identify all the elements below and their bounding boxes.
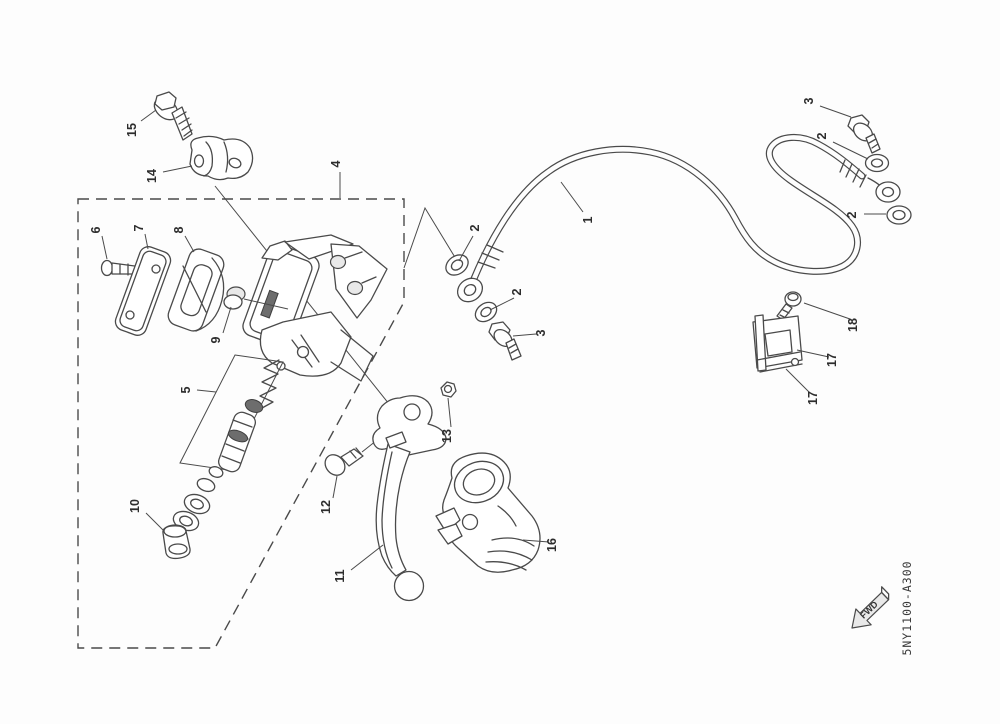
diagram-code: 5NY1100-A300 <box>900 560 914 655</box>
callout-17b: 17 <box>806 391 820 405</box>
kit-piston <box>218 411 256 473</box>
hose-crimp-left <box>477 244 504 269</box>
callout-10: 10 <box>128 499 142 513</box>
washer-bent-leader <box>403 206 457 269</box>
callout-12: 12 <box>319 500 333 514</box>
callout-leader-lines <box>101 105 886 571</box>
part-7-reservoir-cap <box>114 246 172 336</box>
callout-3a: 3 <box>534 329 548 336</box>
part-13-nut <box>440 381 457 398</box>
part-2-washer-d <box>886 205 912 225</box>
callout-7: 7 <box>132 224 146 231</box>
callout-2a: 2 <box>468 224 482 231</box>
callout-6: 6 <box>89 226 103 233</box>
callout-9: 9 <box>209 336 223 343</box>
callout-4: 4 <box>329 160 343 167</box>
callout-2d: 2 <box>845 211 859 218</box>
callout-17a: 17 <box>825 353 839 367</box>
assembly-boundary-outline <box>77 198 405 649</box>
callout-3b: 3 <box>802 97 816 104</box>
callout-14: 14 <box>145 169 159 183</box>
part-12-pivot-screw <box>324 447 364 476</box>
part-1-brake-hose <box>456 134 901 303</box>
part-10-boot <box>162 524 191 560</box>
kit-ring-small <box>208 466 224 478</box>
kit-spring <box>259 359 280 409</box>
callout-1: 1 <box>581 216 595 223</box>
kit-circlip <box>196 477 216 493</box>
part-17-hose-clamp <box>752 314 803 373</box>
hose-crimp-right <box>839 159 867 188</box>
callout-13: 13 <box>440 429 454 443</box>
callout-8: 8 <box>172 226 186 233</box>
callout-labels: 15 14 4 6 7 8 9 5 10 12 11 13 16 1 2 2 3… <box>89 97 860 582</box>
callout-2c: 2 <box>815 132 829 139</box>
part-18-clamp-screw <box>776 291 802 321</box>
master-cylinder-body <box>242 234 388 382</box>
part-3-banjo-bolt-b <box>847 114 881 154</box>
callout-15: 15 <box>125 123 139 137</box>
callout-2b: 2 <box>510 288 524 295</box>
clamp-to-lever-reference-line <box>214 185 402 420</box>
fwd-arrow-icon: FWD <box>851 586 890 629</box>
kit-washers <box>172 493 211 532</box>
part-3-banjo-bolt-a <box>488 321 522 361</box>
callout-5: 5 <box>179 386 193 393</box>
part-9-grommet <box>223 286 289 310</box>
callout-16: 16 <box>545 538 559 552</box>
callout-18: 18 <box>846 318 860 332</box>
part-2-washer-b <box>474 301 498 323</box>
part-2-washer-a <box>445 254 469 276</box>
part-5-cylinder-kit <box>179 354 284 493</box>
part-8-diaphragm <box>167 248 225 332</box>
part-11-brake-lever <box>372 395 447 602</box>
part-2-washer-c <box>864 153 890 173</box>
kit-cup-seal <box>244 399 264 413</box>
part-15-flange-bolt <box>153 91 193 141</box>
callout-11: 11 <box>333 569 347 582</box>
part-16-lever-holder <box>435 452 541 573</box>
part-14-handlebar-clamp <box>189 135 254 181</box>
